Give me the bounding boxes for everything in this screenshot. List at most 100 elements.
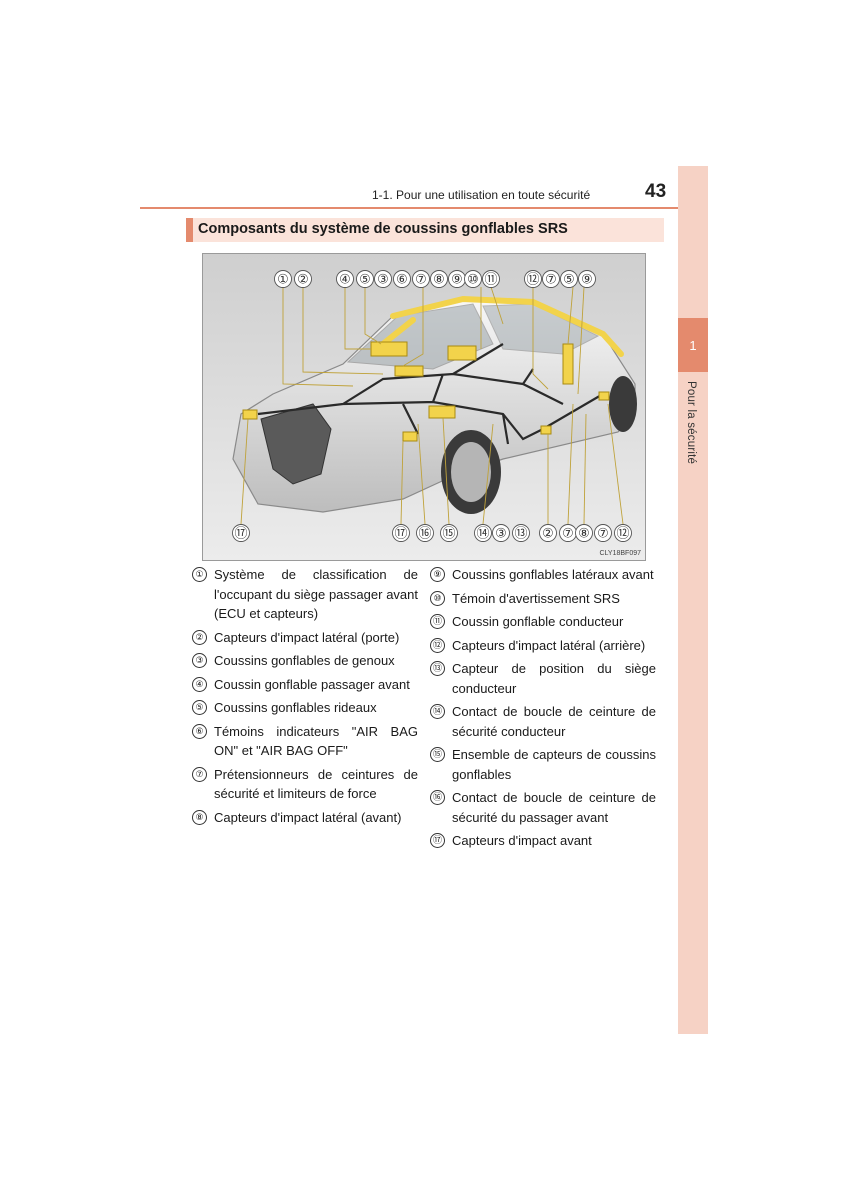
callout-circle [474, 524, 492, 542]
header-rule [140, 207, 678, 209]
legend-text: Capteurs d'impact latéral (avant) [214, 809, 402, 825]
legend-number: ⑤ [192, 700, 207, 715]
callout-circle [482, 270, 500, 288]
legend-text: Coussins gonflables latéraux avant [452, 567, 654, 582]
callout-number: ⑰ [234, 527, 247, 542]
airbag-sensor-assembly [428, 405, 456, 419]
car-grille [260, 403, 332, 485]
callout-circle [560, 270, 578, 288]
driver-airbag-module [447, 345, 477, 361]
callout-number: ⑫ [616, 527, 629, 542]
chapter-number: 1 [678, 318, 708, 372]
legend-text: Capteurs d'impact avant [452, 833, 592, 848]
wiring-harness [257, 343, 604, 445]
running-header: 1-1. Pour une utilisation en toute sécur… [372, 188, 591, 202]
callout-number: ⑬ [514, 527, 527, 542]
legend-text: Coussins gonflables rideaux [214, 700, 377, 715]
callout-number: ⑩ [467, 273, 479, 288]
callout-number: ③ [495, 527, 507, 542]
callout-number: ⑧ [433, 273, 445, 288]
callout-circle [356, 270, 374, 288]
figure-code: CLY18BF097 [599, 550, 641, 557]
legend-item: ⑪ Coussin gonflable conducteur [430, 612, 656, 632]
callout-number: ⑪ [484, 273, 497, 288]
callout-number: ④ [339, 273, 351, 288]
callout-number: ⑫ [526, 273, 539, 288]
callout-number: ⑧ [578, 527, 590, 542]
legend-number: ⑭ [430, 704, 445, 719]
section-heading-bar: Composants du système de coussins gonfla… [186, 218, 664, 242]
callout-number: ⑦ [545, 273, 557, 288]
callout-circle [575, 524, 593, 542]
legend-number: ⑦ [192, 766, 207, 782]
legend-text: Coussin gonflable passager avant [214, 676, 410, 692]
callout-number: ⑭ [476, 527, 489, 542]
legend-text: Capteurs d'impact latéral (arrière) [452, 637, 646, 653]
callout-number: ⑦ [415, 273, 427, 288]
callout-circle [393, 270, 411, 288]
callout-circle [542, 270, 560, 288]
legend-text: Système de classification de l'occupant … [214, 567, 418, 621]
knee-airbag-module [394, 365, 424, 377]
legend-item: ⑤ Coussins gonflables rideaux [192, 698, 418, 718]
callout-circle [274, 270, 292, 288]
page-number: 43 [645, 181, 667, 202]
callout-number: ⑤ [359, 273, 371, 288]
callout-circle [416, 524, 434, 542]
section-heading: Composants du système de coussins gonfla… [198, 221, 568, 237]
callout-number: ⑯ [418, 527, 431, 542]
legend-text: Capteurs d'impact latéral (porte) [214, 629, 400, 645]
callout-number: ⑮ [442, 527, 455, 542]
chapter-side-tab: 1 Pour la sécurité [678, 166, 708, 1034]
callout-circle [492, 524, 510, 542]
callout-circle [440, 524, 458, 542]
legend-number: ⑥ [192, 723, 207, 739]
callout-circle [374, 270, 392, 288]
legend-number: ① [192, 567, 207, 582]
callout-circle [524, 270, 542, 288]
legend-number: ⑪ [430, 614, 445, 629]
callout-number: ② [297, 273, 309, 288]
callout-number: ⑨ [581, 273, 593, 288]
callout-circle [336, 270, 354, 288]
side-airbag-module [562, 343, 574, 385]
legend-number: ⑧ [192, 809, 207, 825]
legend-text: Capteur de position du siège conducteur [452, 661, 656, 696]
callout-circle [392, 524, 410, 542]
callout-circle [232, 524, 250, 542]
legend-item: ① Système de classification de l'occupant… [192, 565, 418, 624]
legend-number: ③ [192, 653, 207, 668]
chapter-title: Pour la sécurité [685, 381, 697, 465]
callout-circle [412, 270, 430, 288]
legend-text: Contact de boucle de ceinture de sécurit… [452, 790, 656, 825]
legend-text: Coussin gonflable conducteur [452, 614, 624, 629]
legend-number: ⑮ [430, 747, 445, 762]
callout-circle [294, 270, 312, 288]
callout-circle [594, 524, 612, 542]
rear-impact-sensor [598, 391, 610, 401]
callout-number: ① [277, 273, 289, 288]
callout-number: ⑦ [597, 527, 609, 542]
legend-number: ⑬ [430, 661, 445, 676]
legend-number: ② [192, 629, 207, 645]
callout-number: ⑰ [394, 527, 407, 542]
callout-number: ③ [377, 273, 389, 288]
callout-number: ⑤ [563, 273, 575, 288]
front-impact-sensor-left [242, 409, 258, 420]
callout-number: ⑦ [562, 527, 574, 542]
legend-item: ⑧ Capteurs d'impact latéral (avant) [192, 808, 418, 828]
